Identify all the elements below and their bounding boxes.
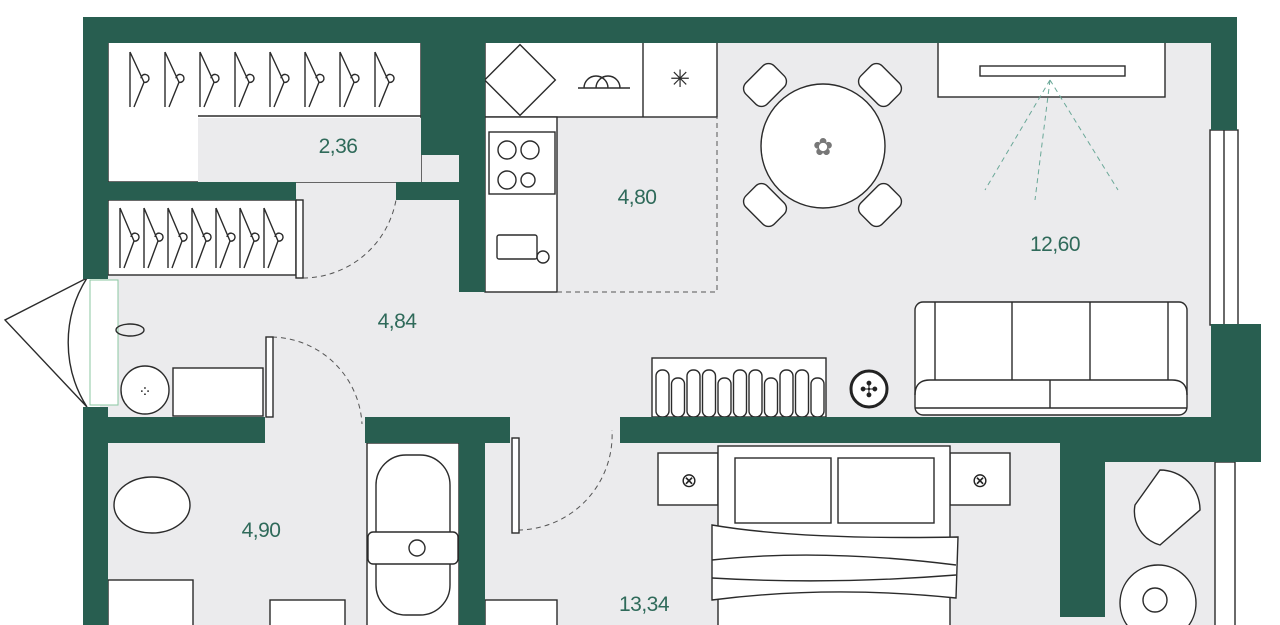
armchair (1133, 469, 1201, 546)
area-label-bathroom: 4,90 (242, 519, 281, 542)
area-label-bedroom: 13,34 (619, 593, 670, 616)
shelf-item (686, 369, 701, 418)
tv-icon (979, 65, 1126, 77)
svg-text:✿: ✿ (813, 134, 833, 161)
hangers-top (129, 51, 395, 108)
toilet (113, 476, 191, 534)
tap-icon (367, 531, 459, 565)
shelf-item (732, 369, 748, 418)
dish-rack-icon (578, 75, 630, 89)
shelf-item (670, 377, 686, 418)
nightstand-left (657, 452, 719, 506)
kettle-icon (496, 234, 538, 260)
hanger-icon (339, 51, 360, 108)
shelf-item (717, 377, 732, 418)
wardrobe-closet-hall (107, 199, 297, 276)
doormat (89, 279, 119, 406)
hanger-icon (119, 207, 140, 269)
hanger-icon (234, 51, 255, 108)
sofa (914, 301, 1188, 416)
hanger-icon (374, 51, 395, 108)
bed (711, 445, 959, 625)
shelf-item (701, 369, 717, 418)
svg-text:⊗: ⊗ (681, 470, 698, 492)
shoes-icon (115, 323, 145, 337)
bath-cabinet (107, 579, 194, 625)
area-label-wardrobe: 2,36 (319, 135, 358, 158)
svg-text:⁘: ⁘ (138, 384, 151, 401)
shelf-item (748, 369, 763, 418)
shoe-rack (172, 367, 264, 417)
wardrobe-floor (198, 118, 421, 182)
hangers-hall (119, 207, 284, 269)
hanger-icon (191, 207, 212, 269)
hanger-icon (199, 51, 220, 108)
hanger-icon (239, 207, 260, 269)
hanger-icon (269, 51, 290, 108)
fridge-icon: ✳ (670, 66, 690, 93)
sink-icon (483, 43, 557, 117)
hanger-icon (215, 207, 236, 269)
area-label-living-room: 12,60 (1030, 233, 1080, 256)
svg-text:✣: ✣ (860, 377, 878, 402)
hanger-icon (143, 207, 164, 269)
balcony-window (1214, 461, 1236, 625)
dining-table: ✿ (742, 62, 903, 228)
entry-door[interactable] (3, 276, 89, 408)
side-table (1119, 564, 1197, 625)
hanger-icon (304, 51, 325, 108)
hanger-icon (164, 51, 185, 108)
shelf-item (763, 377, 779, 418)
pouf (120, 365, 170, 415)
hanger-icon (167, 207, 188, 269)
bedroom-wardrobe (484, 599, 558, 625)
shelf-item (810, 377, 825, 418)
shelf-item (655, 369, 670, 418)
nightstand-right (949, 452, 1011, 506)
washing-machine (269, 599, 346, 625)
plant-icon (849, 369, 889, 409)
hanger-icon (129, 51, 150, 108)
walls (83, 17, 1261, 625)
svg-text:⊗: ⊗ (972, 470, 989, 492)
hanger-icon (263, 207, 284, 269)
area-label-hallway: 4,84 (378, 310, 418, 333)
shelf-item (779, 369, 794, 418)
shelf-item (794, 369, 810, 418)
area-label-kitchen: 4,80 (618, 186, 657, 209)
